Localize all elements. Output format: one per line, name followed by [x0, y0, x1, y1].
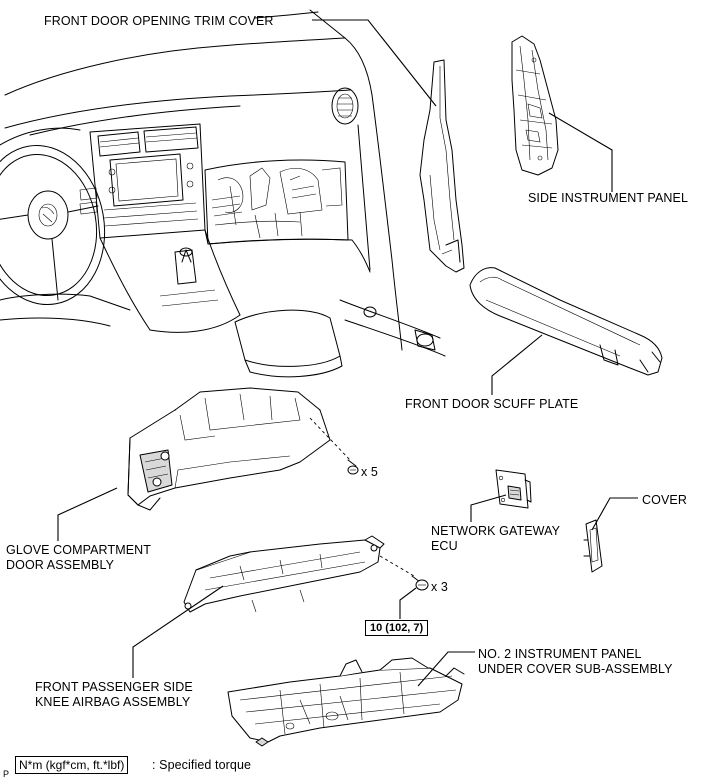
leader-line-side-panel — [548, 112, 613, 192]
leader-line-glove-compartment — [57, 487, 118, 541]
label-network-gateway-line1: NETWORK GATEWAY — [431, 524, 561, 538]
leader-line-knee-airbag — [132, 585, 224, 678]
leader-line-torque — [399, 587, 417, 619]
leader-line-cover — [591, 497, 638, 531]
dashboard-interior-illustration — [0, 9, 446, 378]
label-network-gateway-line2: ECU — [431, 539, 458, 553]
label-cover: COVER — [642, 493, 687, 507]
front-door-scuff-plate-part — [469, 267, 663, 376]
label-glove-compartment-line1: GLOVE COMPARTMENT — [6, 543, 152, 557]
legend-unit-box: N*m (kgf*cm, ft.*lbf) — [15, 756, 129, 774]
screw-guide-line — [309, 417, 351, 461]
label-knee-airbag-line2: KNEE AIRBAG ASSEMBLY — [35, 695, 191, 709]
leader-line-scuff-plate — [491, 334, 543, 395]
knee-airbag-assembly-part — [183, 535, 385, 613]
cover-part — [583, 519, 603, 573]
leader-line-under-cover — [417, 651, 475, 687]
label-under-cover-line1: NO. 2 INSTRUMENT PANEL — [478, 647, 642, 661]
bolt-icon — [411, 575, 429, 591]
under-cover-sub-assembly-part — [227, 657, 465, 747]
torque-value-box: 10 (102, 7) — [365, 620, 429, 636]
label-front-door-scuff-plate: FRONT DOOR SCUFF PLATE — [405, 397, 579, 411]
screw-quantity: x 5 — [361, 465, 378, 479]
leader-line-trim-cover — [312, 19, 437, 107]
label-glove-compartment-line2: DOOR ASSEMBLY — [6, 558, 115, 572]
corner-mark: P — [3, 769, 10, 779]
front-door-opening-trim-cover-part — [419, 59, 465, 273]
leader-line-network-gateway — [470, 494, 507, 522]
glove-compartment-door-part — [127, 387, 331, 511]
side-instrument-panel-part — [511, 35, 559, 176]
label-knee-airbag-line1: FRONT PASSENGER SIDE — [35, 680, 193, 694]
screw-icon — [347, 459, 359, 475]
label-under-cover-line2: UNDER COVER SUB-ASSEMBLY — [478, 662, 673, 676]
bolt-quantity: x 3 — [431, 580, 448, 594]
legend-description: : Specified torque — [152, 758, 252, 772]
label-side-instrument-panel: SIDE INSTRUMENT PANEL — [528, 191, 688, 205]
label-front-door-opening-trim-cover: FRONT DOOR OPENING TRIM COVER — [44, 14, 274, 28]
bolt-guide-line — [379, 555, 415, 577]
network-gateway-ecu-part — [495, 469, 532, 509]
